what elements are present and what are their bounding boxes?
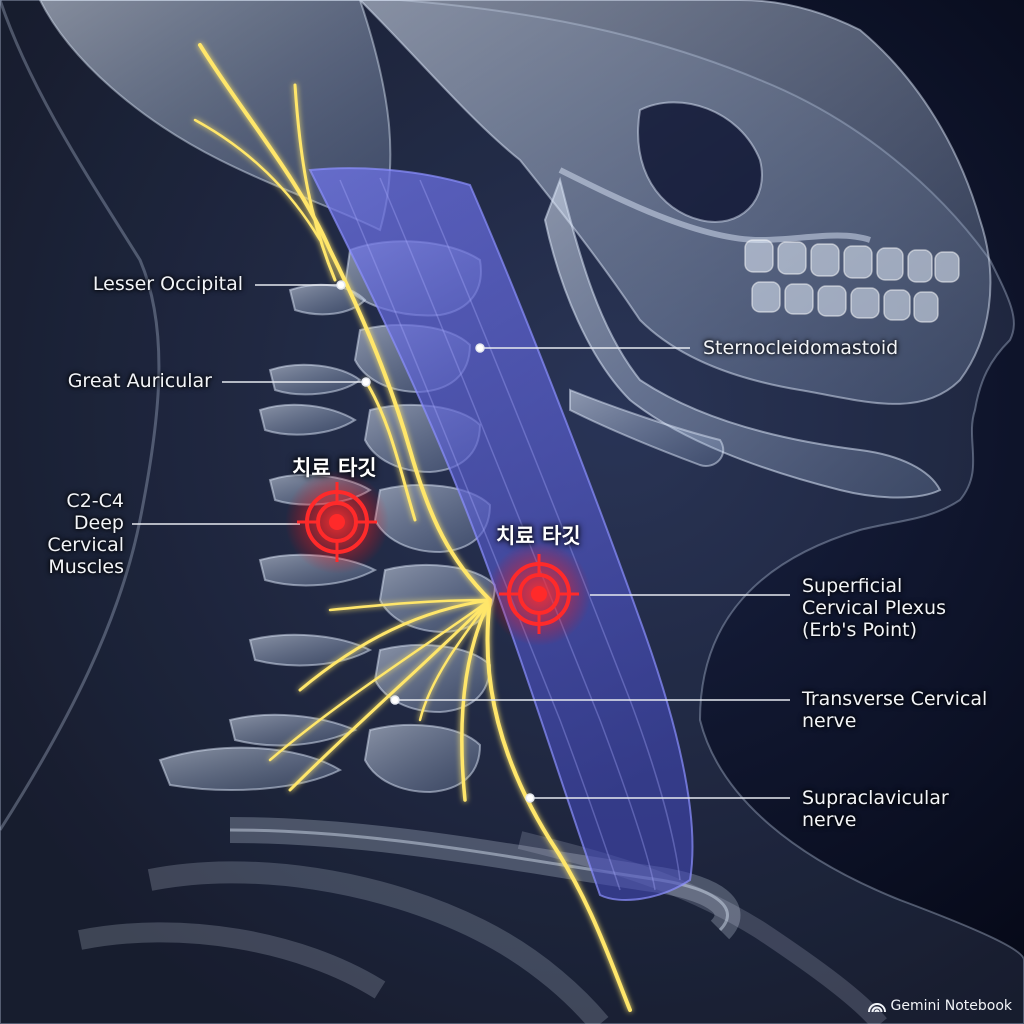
sternocleidomastoid-muscle <box>308 167 694 901</box>
label-transverse-cervical-nerve: Transverse Cervical nerve <box>802 688 988 732</box>
transverse-cervical-nerve <box>288 598 492 792</box>
label-supraclavicular-nerve: Supraclavicular nerve <box>802 787 949 831</box>
label-superficial-cervical-plexus: Superficial Cervical Plexus (Erb's Point… <box>802 575 946 641</box>
cervical-nerves <box>193 43 632 1012</box>
lesser-occipital-nerve <box>198 43 492 602</box>
target-label-left: 치료 타깃 <box>292 456 377 480</box>
back-of-neck-contour <box>0 0 161 831</box>
target-crosshair-icon-left <box>285 470 389 574</box>
great-auricular-nerve <box>363 378 417 522</box>
hyoid-bone <box>569 388 725 467</box>
label-sternocleidomastoid: Sternocleidomastoid <box>703 337 899 359</box>
clavicle-and-ribs <box>78 817 887 1024</box>
label-great-auricular: Great Auricular <box>67 370 212 392</box>
leader-lines <box>132 280 790 803</box>
skull <box>38 0 992 499</box>
supraclavicular-nerve <box>485 598 632 1012</box>
target-crosshair-icon-right <box>487 542 591 646</box>
brand-text: Gemini Notebook <box>890 998 1012 1014</box>
brand-watermark: Gemini Notebook <box>867 998 1012 1014</box>
gemini-brand-icon <box>867 1003 886 1013</box>
label-lesser-occipital: Lesser Occipital <box>92 273 243 295</box>
target-label-right: 치료 타깃 <box>496 524 581 548</box>
label-c2-c4-deep-cervical-muscles: C2-C4 Deep Cervical Muscles <box>47 490 124 578</box>
